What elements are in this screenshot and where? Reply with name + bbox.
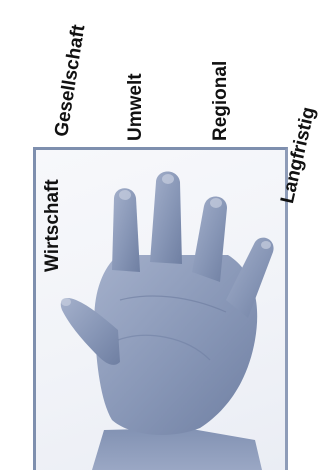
label-wirtschaft: Wirtschaft [43, 179, 62, 272]
label-regional: Regional [211, 61, 230, 141]
hand-shape [61, 172, 274, 470]
label-umwelt: Umwelt [126, 73, 145, 141]
